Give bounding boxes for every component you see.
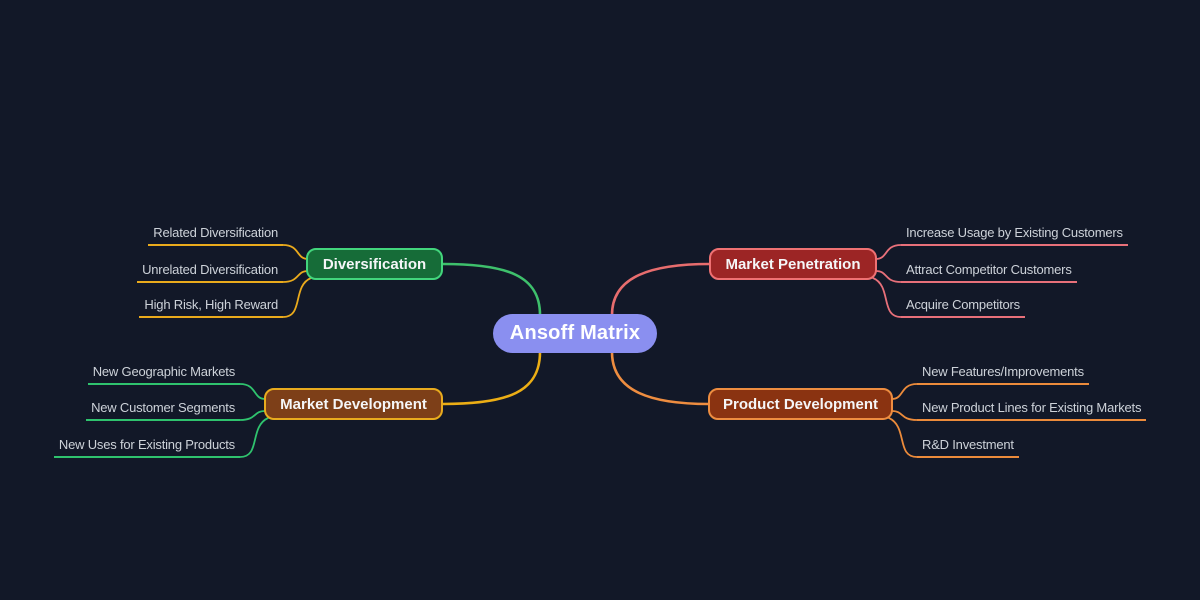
leaf-label: Attract Competitor Customers	[906, 262, 1072, 277]
leaf-attract-competitor-customers[interactable]: Attract Competitor Customers	[901, 262, 1077, 283]
leaf-acquire-competitors[interactable]: Acquire Competitors	[901, 297, 1025, 318]
leaf-new-customer-segments[interactable]: New Customer Segments	[86, 400, 240, 421]
branch-node-diversification[interactable]: Diversification	[306, 248, 443, 280]
leaf-label: High Risk, High Reward	[144, 297, 278, 312]
link-diversification-leaf-3	[282, 277, 312, 318]
leaf-related-diversification[interactable]: Related Diversification	[148, 225, 283, 246]
link-market-penetration-leaf-2	[875, 270, 902, 283]
leaf-rd-investment[interactable]: R&D Investment	[917, 437, 1019, 458]
leaf-label: R&D Investment	[922, 437, 1014, 452]
link-root-market-penetration	[610, 262, 712, 317]
leaf-label: Increase Usage by Existing Customers	[906, 225, 1123, 240]
leaf-new-product-lines-for-existing-markets[interactable]: New Product Lines for Existing Markets	[917, 400, 1147, 421]
link-market-penetration-leaf-3	[872, 277, 902, 318]
branch-label-market-penetration: Market Penetration	[725, 255, 861, 273]
leaf-label: New Product Lines for Existing Markets	[922, 400, 1142, 415]
link-market-penetration-leaf-1	[875, 244, 902, 260]
link-root-product-development	[610, 350, 711, 406]
leaf-unrelated-diversification[interactable]: Unrelated Diversification	[137, 262, 283, 283]
leaf-new-uses-for-existing-products[interactable]: New Uses for Existing Products	[53, 437, 240, 458]
branch-node-product-development[interactable]: Product Development	[708, 388, 893, 420]
link-product-development-leaf-3	[888, 417, 918, 458]
leaf-label: Acquire Competitors	[906, 297, 1020, 312]
branch-node-market-development[interactable]: Market Development	[264, 388, 443, 420]
leaf-label: Unrelated Diversification	[142, 262, 278, 277]
branch-node-market-penetration[interactable]: Market Penetration	[709, 248, 877, 280]
link-diversification-leaf-2	[282, 270, 309, 283]
leaf-label: New Customer Segments	[91, 400, 235, 415]
leaf-label: New Features/Improvements	[922, 364, 1084, 379]
root-node[interactable]: Ansoff Matrix	[493, 314, 657, 353]
link-product-development-leaf-2	[891, 410, 918, 421]
leaf-new-features-improvements[interactable]: New Features/Improvements	[917, 364, 1089, 385]
leaf-new-geographic-markets[interactable]: New Geographic Markets	[87, 364, 240, 385]
branch-label-diversification: Diversification	[322, 255, 427, 273]
root-node-label: Ansoff Matrix	[509, 322, 641, 344]
link-market-development-leaf-3	[239, 417, 269, 458]
link-market-development-leaf-2	[239, 410, 266, 421]
link-market-development-leaf-1	[239, 383, 266, 400]
link-diversification-leaf-1	[282, 244, 309, 260]
link-root-diversification	[441, 262, 542, 317]
leaf-high-risk-high-reward[interactable]: High Risk, High Reward	[139, 297, 283, 318]
leaf-label: New Uses for Existing Products	[58, 437, 235, 452]
branch-label-product-development: Product Development	[722, 395, 879, 413]
branch-label-market-development: Market Development	[280, 395, 427, 413]
leaf-label: New Geographic Markets	[92, 364, 235, 379]
leaf-increase-usage-by-existing-customers[interactable]: Increase Usage by Existing Customers	[901, 225, 1128, 246]
link-root-market-development	[441, 350, 542, 406]
link-product-development-leaf-1	[891, 383, 918, 400]
leaf-label: Related Diversification	[153, 225, 278, 240]
